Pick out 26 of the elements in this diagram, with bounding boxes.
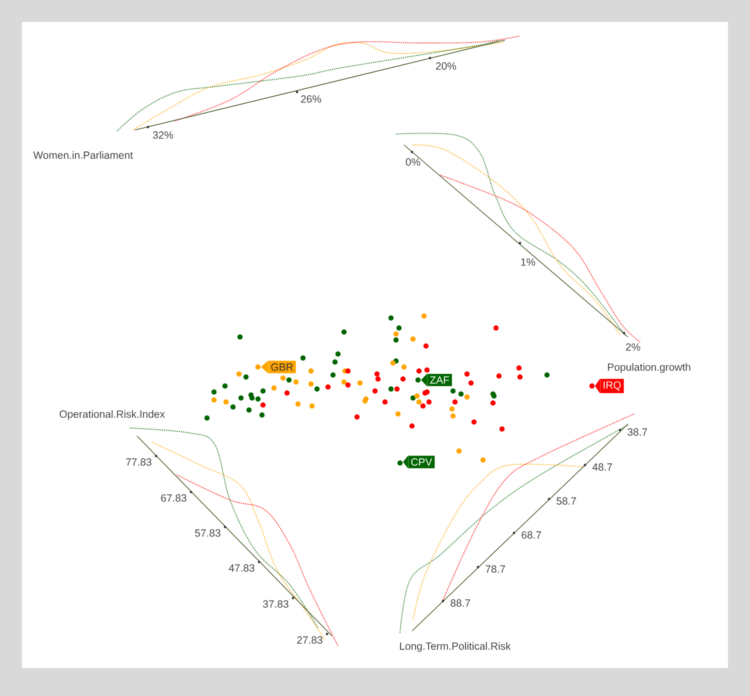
axis-label: 20% xyxy=(436,62,456,70)
axis-label: 47.83 xyxy=(228,564,254,572)
axis-label: 58.7 xyxy=(556,497,576,505)
axis-label: Operational.Risk.Index xyxy=(60,410,165,420)
axis-label: Population.growth xyxy=(608,363,690,373)
axis-label: 26% xyxy=(301,95,322,103)
country-tag: ZAF xyxy=(421,374,452,386)
axis-label: 0% xyxy=(406,158,420,166)
axis-label: 68.7 xyxy=(522,531,542,539)
axis-label: 38.7 xyxy=(628,428,648,436)
country-tag: CPV xyxy=(403,456,435,468)
axis-label: 78.7 xyxy=(486,565,506,573)
axis-label: Women.in.Parliament xyxy=(33,151,133,159)
country-tag: GBR xyxy=(261,360,296,374)
axis-label: 67.83 xyxy=(161,494,186,502)
axis-label: 88.7 xyxy=(450,599,470,607)
axis-label: 48.7 xyxy=(592,463,612,471)
axis-label: 57.83 xyxy=(195,529,220,537)
axis-label: 27.83 xyxy=(297,636,322,644)
axis-label: 37.83 xyxy=(263,600,288,608)
axis-label: 77.83 xyxy=(126,458,152,466)
axis-label: 32% xyxy=(152,131,174,139)
axis-label: 1% xyxy=(521,258,536,266)
axis-label: Long.Term.Political.Risk xyxy=(400,642,511,652)
country-tag: IRQ xyxy=(595,378,624,394)
axis-label: 2% xyxy=(626,343,640,351)
